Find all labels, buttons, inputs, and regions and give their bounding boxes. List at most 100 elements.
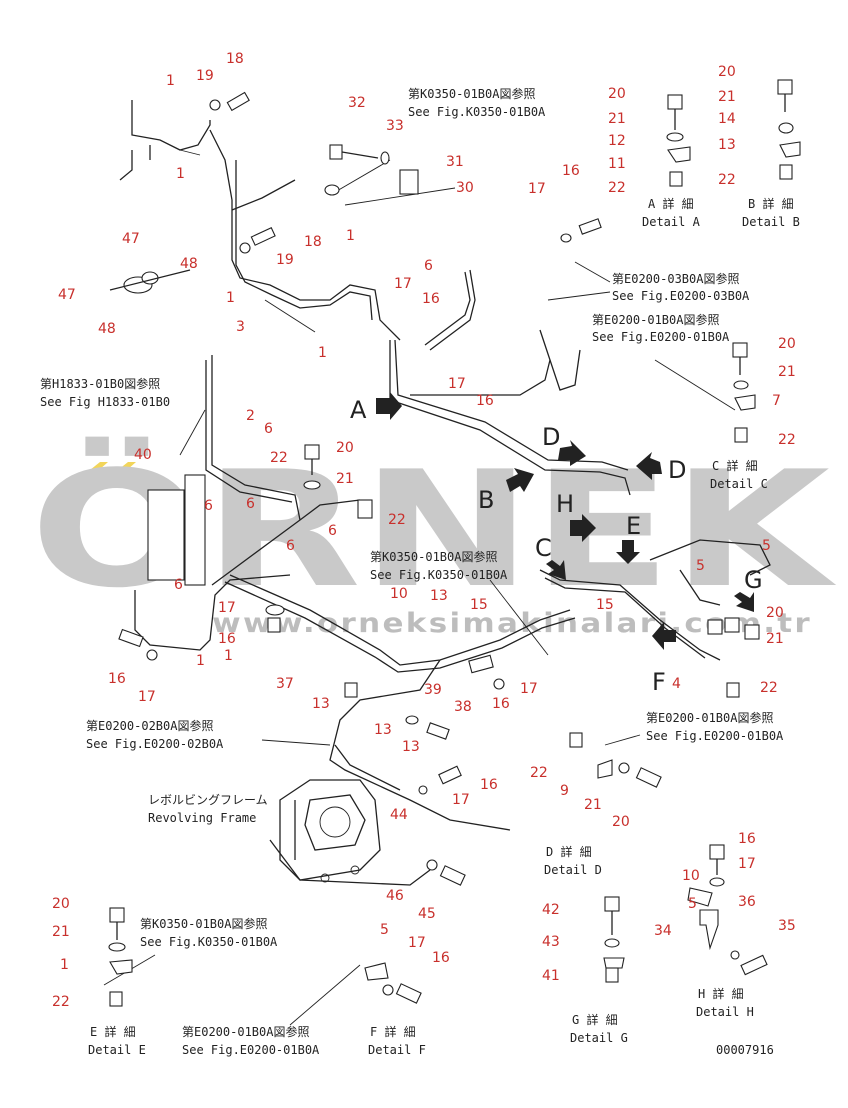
callout-number: 6 — [286, 538, 295, 554]
callout-number: 10 — [390, 586, 408, 602]
callout-number: 1 — [60, 957, 69, 973]
callout-number: 22 — [608, 180, 626, 196]
callout-number: 40 — [134, 447, 152, 463]
callout-number: 43 — [542, 934, 560, 950]
callout-number: 1 — [224, 648, 233, 664]
callout-number: 21 — [766, 631, 784, 647]
detail-h-jp: H 詳 細 — [698, 986, 744, 1001]
revolving-frame-drawing — [269, 779, 431, 886]
callout-number: 6 — [264, 421, 273, 437]
callout-number: 16 — [432, 950, 450, 966]
callout-number: 6 — [424, 258, 433, 274]
callout-number: 6 — [246, 496, 255, 512]
callout-number: 1 — [176, 166, 185, 182]
detail-a-jp: A 詳 細 — [648, 196, 694, 211]
view-letter-h: H — [556, 490, 574, 518]
detail-e-jp: E 詳 細 — [90, 1024, 136, 1039]
callout-number: 6 — [174, 577, 183, 593]
callout-number: 6 — [204, 498, 213, 514]
detail-c-jp: C 詳 細 — [712, 458, 758, 473]
detail-e-en: Detail E — [88, 1043, 146, 1057]
callout-number: 16 — [480, 777, 498, 793]
reference-en: See Fig H1833-01B0 — [40, 395, 170, 409]
callout-number: 20 — [608, 86, 626, 102]
reference-en: See Fig.K0350-01B0A — [140, 935, 278, 949]
callout-number: 22 — [760, 680, 778, 696]
callout-number: 20 — [612, 814, 630, 830]
reference-en: See Fig.E0200-01B0A — [182, 1043, 320, 1057]
view-letter-d2: D — [668, 456, 686, 484]
reference-en: See Fig.K0350-01B0A — [370, 568, 508, 582]
callout-number: 11 — [608, 156, 626, 172]
callout-number: 17 — [218, 600, 236, 616]
callout-number: 20 — [52, 896, 70, 912]
callout-number: 20 — [718, 64, 736, 80]
callout-number: 17 — [448, 376, 466, 392]
callout-number: 17 — [520, 681, 538, 697]
detail-b-jp: B 詳 細 — [748, 196, 794, 211]
callout-number: 16 — [738, 831, 756, 847]
callout-number: 22 — [778, 432, 796, 448]
callout-number: 20 — [766, 605, 784, 621]
callout-number: 2 — [246, 408, 255, 424]
callout-number: 21 — [336, 471, 354, 487]
view-arrows — [376, 392, 754, 650]
callout-number: 21 — [584, 797, 602, 813]
callout-number: 37 — [276, 676, 294, 692]
callout-number: 41 — [542, 968, 560, 984]
revolving-frame-jp: レボルビングフレーム — [148, 793, 268, 807]
callout-number: 1 — [196, 653, 205, 669]
callout-number: 16 — [476, 393, 494, 409]
callout-number: 17 — [738, 856, 756, 872]
callout-number: 18 — [226, 51, 244, 67]
callout-number: 35 — [778, 918, 796, 934]
detail-b-en: Detail B — [742, 215, 800, 229]
callout-number: 33 — [386, 118, 404, 134]
callout-number: 5 — [762, 538, 771, 554]
callout-number: 21 — [778, 364, 796, 380]
callout-number: 42 — [542, 902, 560, 918]
harness-lines — [103, 100, 771, 1026]
callout-number: 32 — [348, 95, 366, 111]
detail-f-en: Detail F — [368, 1043, 426, 1057]
callout-number: 16 — [218, 631, 236, 647]
callout-number: 16 — [108, 671, 126, 687]
reference-en: See Fig.E0200-03B0A — [612, 289, 750, 303]
callout-number: 12 — [608, 133, 626, 149]
detail-h-en: Detail H — [696, 1005, 754, 1019]
view-letter-g: G — [744, 566, 763, 594]
callout-number: 19 — [196, 68, 214, 84]
callout-number: 9 — [560, 783, 569, 799]
revolving-frame-en: Revolving Frame — [148, 811, 256, 825]
reference-jp: 第H1833-01B0図参照 — [40, 376, 160, 391]
detail-f-jp: F 詳 細 — [370, 1024, 416, 1039]
callout-number: 7 — [772, 393, 781, 409]
reference-en: See Fig.E0200-01B0A — [592, 330, 730, 344]
detail-g-en: Detail G — [570, 1031, 628, 1045]
callout-number: 17 — [408, 935, 426, 951]
callout-number: 21 — [718, 89, 736, 105]
callout-number: 44 — [390, 807, 408, 823]
callout-number: 4 — [672, 676, 681, 692]
view-letter-c: C — [535, 534, 552, 562]
callout-number: 45 — [418, 906, 436, 922]
reference-en: See Fig.E0200-02B0A — [86, 737, 224, 751]
callout-number: 30 — [456, 180, 474, 196]
callout-number: 36 — [738, 894, 756, 910]
callout-number: 20 — [336, 440, 354, 456]
view-letter-e: E — [626, 512, 641, 540]
parts — [108, 79, 801, 1007]
detail-labels: A 詳 細 Detail A B 詳 細 Detail B C 詳 細 Deta… — [88, 196, 800, 1057]
callout-number: 22 — [718, 172, 736, 188]
callout-number: 10 — [682, 868, 700, 884]
detail-a-en: Detail A — [642, 215, 701, 229]
view-letter-f: F — [652, 668, 666, 696]
callout-number: 5 — [688, 896, 697, 912]
callout-number: 21 — [52, 924, 70, 940]
callout-number: 5 — [380, 922, 389, 938]
callout-number: 3 — [236, 319, 245, 335]
callout-number: 13 — [312, 696, 330, 712]
callouts: 18 19 1 1 32 33 31 30 20 21 12 11 22 20 … — [52, 51, 796, 1010]
figure-code: 00007916 — [716, 1043, 774, 1057]
